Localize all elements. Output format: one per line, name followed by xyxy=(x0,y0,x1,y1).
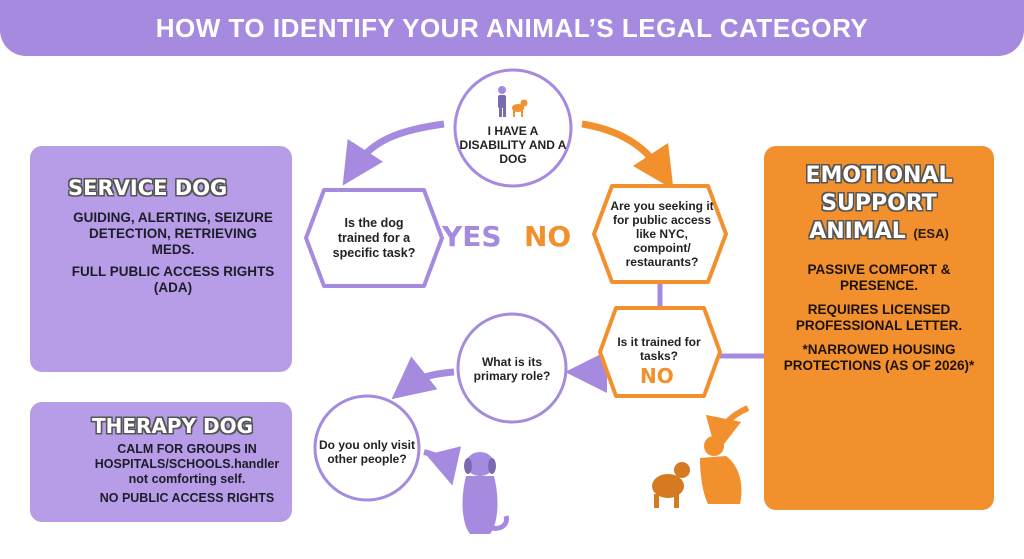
question-public-access: Are you seeking it for public access lik… xyxy=(610,199,714,269)
esa-title: EMOTIONAL SUPPORT ANIMAL (ESA) xyxy=(774,162,984,248)
no-label-small: NO xyxy=(640,364,674,388)
person-hugging-dog-icon xyxy=(652,436,742,508)
esa-panel: EMOTIONAL SUPPORT ANIMAL (ESA) PASSIVE C… xyxy=(764,146,994,510)
trained-for-tasks-hexagon xyxy=(598,306,722,398)
title-banner: HOW TO IDENTIFY YOUR ANIMAL’S LEGAL CATE… xyxy=(0,0,1024,56)
start-node xyxy=(453,68,573,188)
esa-title-text: EMOTIONAL SUPPORT ANIMAL xyxy=(805,163,953,244)
service-dog-duties: GUIDING, ALERTING, SEIZURE DETECTION, RE… xyxy=(73,210,273,257)
public-access-hexagon xyxy=(592,184,728,284)
page-title: HOW TO IDENTIFY YOUR ANIMAL’S LEGAL CATE… xyxy=(155,12,869,43)
arrow-to-therapy xyxy=(391,356,455,400)
therapy-dog-title: THERAPY DOG xyxy=(92,414,254,438)
no-label: NO xyxy=(524,220,572,253)
person-with-dog-icon xyxy=(498,86,528,117)
therapy-dog-duties: CALM FOR GROUPS IN HOSPITALS/SCHOOLS.han… xyxy=(94,442,280,486)
question-visit-others: Do you only visit other people? xyxy=(318,438,415,466)
esa-housing: *NARROWED HOUSING PROTECTIONS (AS OF 202… xyxy=(783,342,975,373)
arrow-to-service xyxy=(342,120,445,186)
question-trained-for-tasks: Is it trained for tasks? xyxy=(617,335,701,363)
esa-letter: REQUIRES LICENSED PROFESSIONAL LETTER. xyxy=(795,302,963,333)
therapy-dog-rights: NO PUBLIC ACCESS RIGHTS xyxy=(99,491,275,505)
visit-others-node xyxy=(313,394,421,502)
esa-abbr: (ESA) xyxy=(913,226,949,241)
arrow-esa-to-hug xyxy=(705,405,750,454)
primary-role-node xyxy=(456,312,568,424)
trained-task-hexagon xyxy=(304,188,444,288)
service-dog-title: SERVICE DOG xyxy=(68,176,228,200)
service-dog-rights: FULL PUBLIC ACCESS RIGHTS (ADA) xyxy=(71,264,275,295)
therapy-dog-panel: THERAPY DOG CALM FOR GROUPS IN HOSPITALS… xyxy=(30,402,292,522)
question-trained-task: Is the dog trained for a specific task? xyxy=(332,215,416,260)
question-primary-role: What is its primary role? xyxy=(473,355,551,383)
arrow-to-public-q xyxy=(581,120,674,190)
sitting-purple-dog-icon xyxy=(462,452,509,534)
arrow-to-dog xyxy=(423,446,462,486)
service-dog-panel: SERVICE DOG GUIDING, ALERTING, SEIZURE D… xyxy=(30,146,292,372)
yes-label: YES xyxy=(442,220,502,253)
start-text: I HAVE A DISABILITY AND A DOG xyxy=(459,124,567,166)
esa-comfort: PASSIVE COMFORT & PRESENCE. xyxy=(807,262,951,293)
